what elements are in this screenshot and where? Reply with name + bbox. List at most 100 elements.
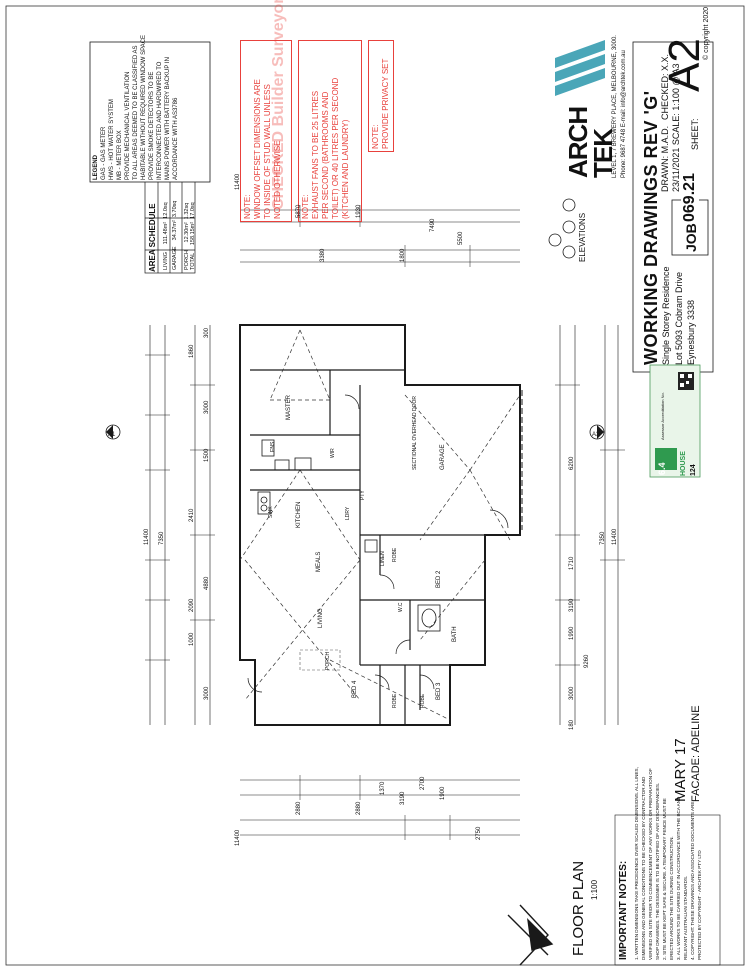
room-wir: WIR	[330, 448, 336, 458]
legend-box	[89, 41, 211, 183]
room-living: LIVING	[318, 608, 324, 628]
archtek-logo	[555, 40, 605, 96]
room-garage: GARAGE	[440, 444, 446, 470]
dim-left-1500: 1500	[204, 448, 210, 462]
energy-rating-value: 6.4	[657, 462, 667, 475]
brand-address: LEVEL 1, 7 BREWERY PLACE, MELBOURNE, 300…	[612, 35, 618, 178]
dim-left-1000: 1000	[189, 632, 195, 646]
fixtures	[257, 439, 441, 632]
dim-top-5870: 5870	[296, 204, 302, 218]
area-m2-living: 111.48m²	[163, 221, 169, 245]
dim-top-1930: 1930	[356, 204, 362, 218]
note-window-offsets: NOTE: WINDOW OFFSET DIMENSIONS ARE TO IN…	[240, 40, 292, 222]
legend-item-mb: MB - METER BOX	[117, 130, 123, 180]
room-wc: W.C	[398, 602, 404, 612]
job-label: JOB:	[683, 218, 699, 252]
legend-note-1: PROVIDE MECHANICAL VENTILATION	[125, 71, 131, 180]
important-line-4: SHOP DRAWINGS. THE DESIGNER IS TO BE NOT…	[655, 782, 660, 960]
svg-text:A3: A3	[592, 432, 600, 438]
room-robe-1: ROBE	[392, 547, 398, 562]
note1-line1: WINDOW OFFSET DIMENSIONS ARE	[253, 79, 262, 219]
area-row-3: TOTAL 158.15m² 17.0sq	[190, 202, 196, 270]
legend-note-6: MAINS POWER WITH BATTERY BACKUP IN	[165, 57, 171, 180]
dim-bottom-3190: 3190	[400, 791, 406, 805]
legend-note-7: ACCORDANCE WITH AS3786	[173, 97, 179, 180]
dim-bottom-2880a: 2880	[296, 801, 302, 815]
checked-watermark: CHECKED Builder Surveyors	[270, 0, 287, 210]
energy-caption: Assessor Accreditation No.	[660, 392, 665, 440]
note2-line3: TOILET) OR 40 LITRES PER SECOND	[331, 77, 340, 219]
garage-door-label: SECTIONAL OVERHEAD DOOR	[412, 396, 418, 470]
svg-text:A1: A1	[108, 432, 116, 438]
dim-right-7350: 7350	[600, 531, 606, 545]
room-linen: LINEN	[380, 551, 386, 566]
note3-line1: PROVIDE PRIVACY SET	[381, 58, 390, 149]
energy-rating-stamp	[649, 364, 701, 478]
room-bath: BATH	[452, 626, 458, 642]
room-bed2: BED 2	[436, 570, 442, 588]
area-sq-garage: 3.70sq	[172, 200, 178, 218]
room-meals: MEALS	[316, 551, 322, 572]
area-m2-total: 158.15m²	[190, 221, 196, 246]
important-line-7: 3. ALL WORKS TO BE CARRIED OUT IN ACCORD…	[676, 796, 681, 960]
dimension-lines	[149, 209, 619, 836]
area-sq-living: 12.0sq	[163, 202, 169, 219]
room-ens: ENS	[270, 441, 276, 452]
note-exhaust-fans: NOTE: EXHAUST FANS TO BE 25 LITRES PER S…	[298, 40, 362, 222]
room-porch: PORCH	[325, 651, 331, 670]
interior-walls	[250, 369, 485, 725]
dim-bottom-2880b: 2880	[356, 801, 362, 815]
elevations-label: ELEVATIONS	[578, 212, 587, 262]
dim-right-180: 180	[569, 719, 575, 730]
note-privacy-set: NOTE: PROVIDE PRIVACY SET	[368, 40, 394, 152]
note3-title: NOTE:	[371, 124, 380, 149]
room-ldry: LDRY	[345, 506, 351, 520]
important-line-2: DIMENSIONS AND GENERAL CONDITIONS TO BE …	[641, 776, 646, 960]
dim-left-3000: 3000	[204, 686, 210, 700]
dim-left-2090: 2090	[189, 598, 195, 612]
dim-right-6200: 6200	[569, 456, 575, 470]
dim-bottom-overall: 11400	[235, 829, 241, 846]
legend-item-gas: GAS - GAS METER	[101, 126, 107, 180]
dim-right-9260: 9260	[584, 654, 590, 668]
room-robe-2: ROBE	[392, 693, 398, 708]
dim-bottom-2700: 2700	[420, 776, 426, 790]
area-label-living: LIVING	[163, 251, 169, 270]
project-type: Single Storey Residence	[661, 266, 671, 365]
note1-title: NOTE:	[243, 194, 252, 219]
area-schedule-title: AREA SCHEDULE	[148, 203, 157, 272]
dim-left-overall: 11400	[144, 528, 150, 545]
address-line2: Eynesbury 3338	[686, 299, 696, 365]
address-line1: Lot 5093 Cobram Drive	[674, 271, 684, 365]
sheet-label: SHEET:	[690, 118, 700, 150]
room-master: MASTER	[286, 394, 292, 420]
door-swings	[247, 394, 509, 693]
important-line-8: RELEVANT AUSTRALIAN STANDARDS.	[683, 875, 688, 960]
note2-line2: PER SECOND (BATHROOMS AND	[321, 91, 330, 219]
copyright-text: © copyright 2020	[703, 6, 710, 60]
dim-bottom-2750: 2750	[476, 826, 482, 840]
elevation-markers	[105, 198, 605, 440]
area-label-total: TOTAL	[190, 252, 196, 270]
dim-right-1990: 1990	[569, 626, 575, 640]
important-notes-title: IMPORTANT NOTES:	[618, 860, 629, 960]
legend-item-hws: HWS - HOT WATER SYSTEM	[109, 99, 115, 180]
dim-top-3380: 3380	[320, 248, 326, 262]
north-arrow-icon	[507, 904, 554, 966]
legend-note-5: INTERCONNECTED AND HARDWIRED TO	[157, 61, 163, 180]
brand-contact: Phone: 9687 4748 E-mail: info@archtek.co…	[621, 50, 627, 178]
dim-right-overall: 11400	[612, 528, 618, 545]
dim-right-1710: 1710	[569, 556, 575, 570]
room-bed4: BED 4	[352, 680, 358, 698]
legend-content: LEGEND GAS - GAS METER HWS - HOT WATER S…	[92, 35, 180, 180]
dim-top-1800: 1800	[400, 248, 406, 262]
important-line-1: 1. WRITTEN DIMENSIONS TAKE PRECEDENCE OV…	[634, 767, 639, 960]
dim-right-3190: 3190	[569, 598, 575, 612]
important-line-6: ERECTED AROUND THE SITE DURING CONSTRUCT…	[669, 836, 674, 960]
dim-left-300: 300	[204, 327, 210, 338]
energy-value: 124	[690, 464, 697, 476]
important-line-3: VERIFIED ON SITE PRIOR TO COMMENCEMENT O…	[648, 768, 653, 960]
area-m2-garage: 34.37m²	[172, 220, 178, 241]
dim-top-7490: 7490	[430, 218, 436, 232]
room-pty: PTY	[360, 490, 366, 500]
